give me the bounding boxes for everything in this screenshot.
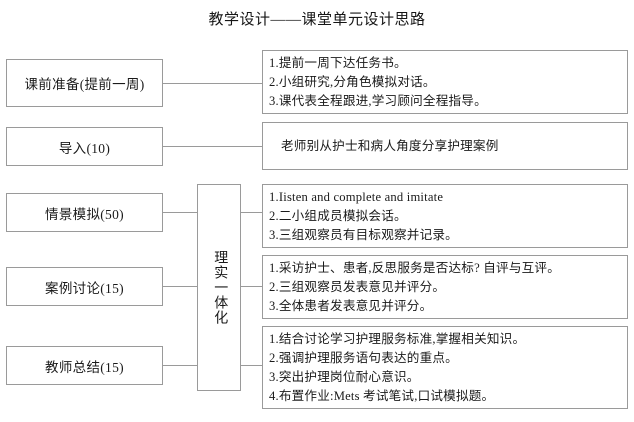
connector-case-to-center bbox=[163, 286, 197, 287]
detail-box-scenario-simulation[interactable]: 1.Iisten and complete and imitate 2.二小组成… bbox=[262, 184, 628, 248]
connector-scenario-to-center bbox=[163, 212, 197, 213]
detail-line: 2.二小组成员模拟会话。 bbox=[269, 208, 407, 223]
detail-line: 3.三组观察员有目标观察并记录。 bbox=[269, 227, 458, 242]
detail-line: 3.突出护理岗位耐心意识。 bbox=[269, 369, 420, 384]
connector-center-to-case-detail bbox=[241, 286, 262, 287]
stage-box-pre-class[interactable]: 课前准备(提前一周) bbox=[6, 59, 163, 107]
stage-label: 导入(10) bbox=[58, 140, 111, 156]
detail-line: 2.小组研究,分角色模拟对话。 bbox=[269, 74, 436, 89]
stage-box-teacher-summary[interactable]: 教师总结(15) bbox=[6, 346, 163, 385]
detail-line: 老师别从护士和病人角度分享护理案例 bbox=[281, 138, 499, 153]
detail-box-case-discussion[interactable]: 1.采访护士、患者,反思服务是否达标? 自评与互评。 2.三组观察员发表意见并评… bbox=[262, 255, 628, 319]
detail-line: 1.提前一周下达任务书。 bbox=[269, 55, 407, 70]
detail-line: 2.三组观察员发表意见并评分。 bbox=[269, 279, 446, 294]
stage-label: 情景模拟(50) bbox=[45, 206, 124, 222]
connector-center-to-scenario-detail bbox=[241, 212, 262, 213]
connector-lead-in bbox=[163, 146, 262, 147]
detail-line: 2.强调护理服务语句表达的重点。 bbox=[269, 350, 458, 365]
stage-label: 教师总结(15) bbox=[45, 359, 124, 375]
connector-pre-class bbox=[163, 83, 262, 84]
center-node-integration[interactable]: 理实一体化 bbox=[197, 184, 241, 391]
detail-line: 1.Iisten and complete and imitate bbox=[269, 189, 444, 204]
stage-box-case-discussion[interactable]: 案例讨论(15) bbox=[6, 267, 163, 306]
center-node-label: 理实一体化 bbox=[212, 250, 228, 325]
detail-box-lead-in[interactable]: 老师别从护士和病人角度分享护理案例 bbox=[262, 122, 628, 170]
stage-box-lead-in[interactable]: 导入(10) bbox=[6, 127, 163, 166]
page-title: 教学设计——课堂单元设计思路 bbox=[208, 12, 426, 28]
stage-label: 案例讨论(15) bbox=[45, 280, 124, 296]
stage-box-scenario-simulation[interactable]: 情景模拟(50) bbox=[6, 193, 163, 232]
detail-line: 3.课代表全程跟进,学习顾问全程指导。 bbox=[269, 93, 487, 108]
detail-line: 4.布置作业:Mets 考试笔试,口试模拟题。 bbox=[269, 388, 495, 403]
detail-line: 3.全体患者发表意见并评分。 bbox=[269, 298, 433, 313]
detail-box-pre-class[interactable]: 1.提前一周下达任务书。 2.小组研究,分角色模拟对话。 3.课代表全程跟进,学… bbox=[262, 50, 628, 114]
stage-label: 课前准备(提前一周) bbox=[24, 77, 145, 92]
connector-summary-to-center bbox=[163, 365, 197, 366]
detail-box-teacher-summary[interactable]: 1.结合讨论学习护理服务标准,掌握相关知识。 2.强调护理服务语句表达的重点。 … bbox=[262, 326, 628, 409]
detail-line: 1.采访护士、患者,反思服务是否达标? 自评与互评。 bbox=[269, 260, 561, 275]
detail-line: 1.结合讨论学习护理服务标准,掌握相关知识。 bbox=[269, 331, 526, 346]
connector-center-to-summary-detail bbox=[241, 365, 262, 366]
